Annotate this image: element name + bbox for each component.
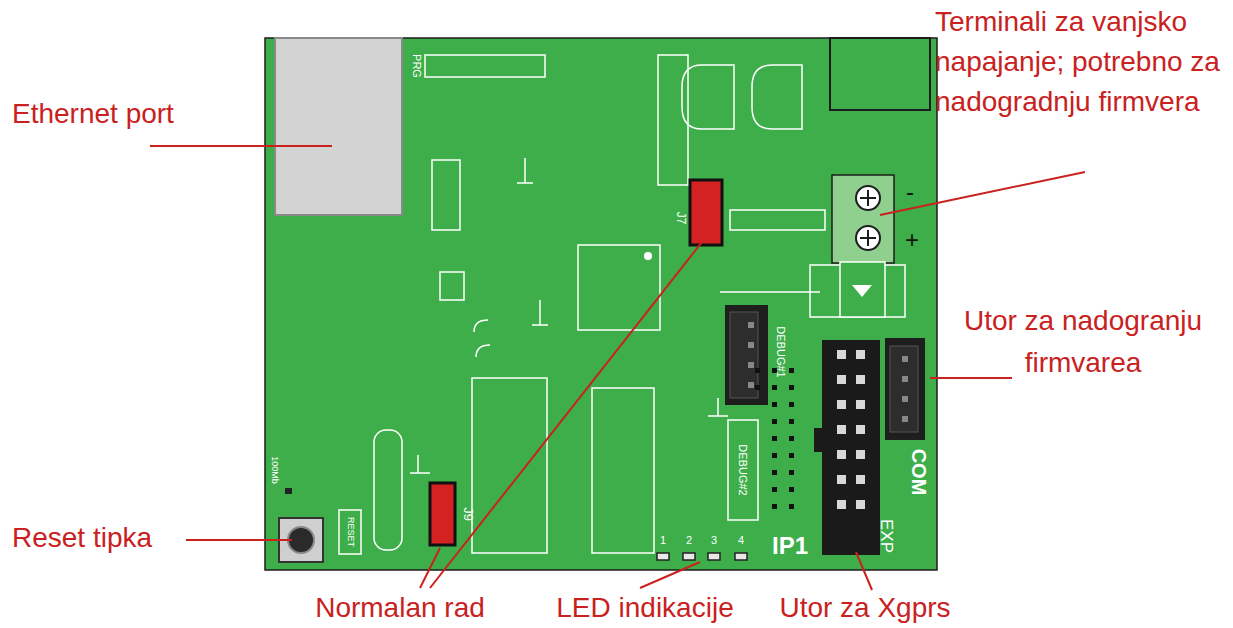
polarity-mark: - (906, 180, 914, 204)
exp-header (822, 340, 880, 555)
status-leds (657, 553, 747, 560)
silkscreen-outlines (339, 55, 905, 554)
leader-lines (150, 146, 1085, 590)
callout-label: Utor za nadogranju firmvarea (937, 300, 1229, 384)
pin-number: 4 (738, 535, 744, 546)
silkscreen-label: DEBUG#1 (775, 326, 786, 377)
callout-label: Ethernet port (12, 98, 232, 130)
callout-label: Normalan rad (290, 592, 510, 624)
callout-label: Terminali za vanjsko napajanje; potrebno… (935, 2, 1229, 122)
silkscreen-label: RESET (346, 517, 355, 547)
terminal-screws (856, 186, 880, 250)
polarity-mark: + (905, 228, 919, 252)
jumper-j9 (430, 483, 455, 545)
pin-number: 1 (660, 535, 666, 546)
com-connector (885, 338, 925, 440)
silkscreen-label: COM (909, 449, 929, 496)
silkscreen-label: J7 (675, 212, 687, 225)
silkscreen-label: 100Mb (270, 456, 279, 484)
callout-label: Reset tipka (12, 522, 212, 554)
silkscreen-label: PRG (411, 54, 422, 78)
callout-label: Utor za Xgprs (760, 592, 970, 624)
silkscreen-label: IP1 (772, 534, 808, 558)
via-grid (755, 368, 794, 509)
silkscreen-label: EXP (878, 519, 895, 553)
debug-connector (725, 305, 768, 405)
silkscreen-label: DEBUG#2 (737, 444, 748, 495)
pin-number: 3 (711, 535, 717, 546)
callout-label: LED indikacije (540, 592, 750, 624)
pcb-board (265, 38, 937, 570)
jumper-j7 (690, 180, 722, 245)
power-jack (830, 38, 930, 110)
ethernet-jack (275, 38, 402, 215)
pin-number: 2 (686, 535, 692, 546)
terminal-block (832, 175, 894, 263)
silkscreen-label: J9 (462, 507, 475, 521)
